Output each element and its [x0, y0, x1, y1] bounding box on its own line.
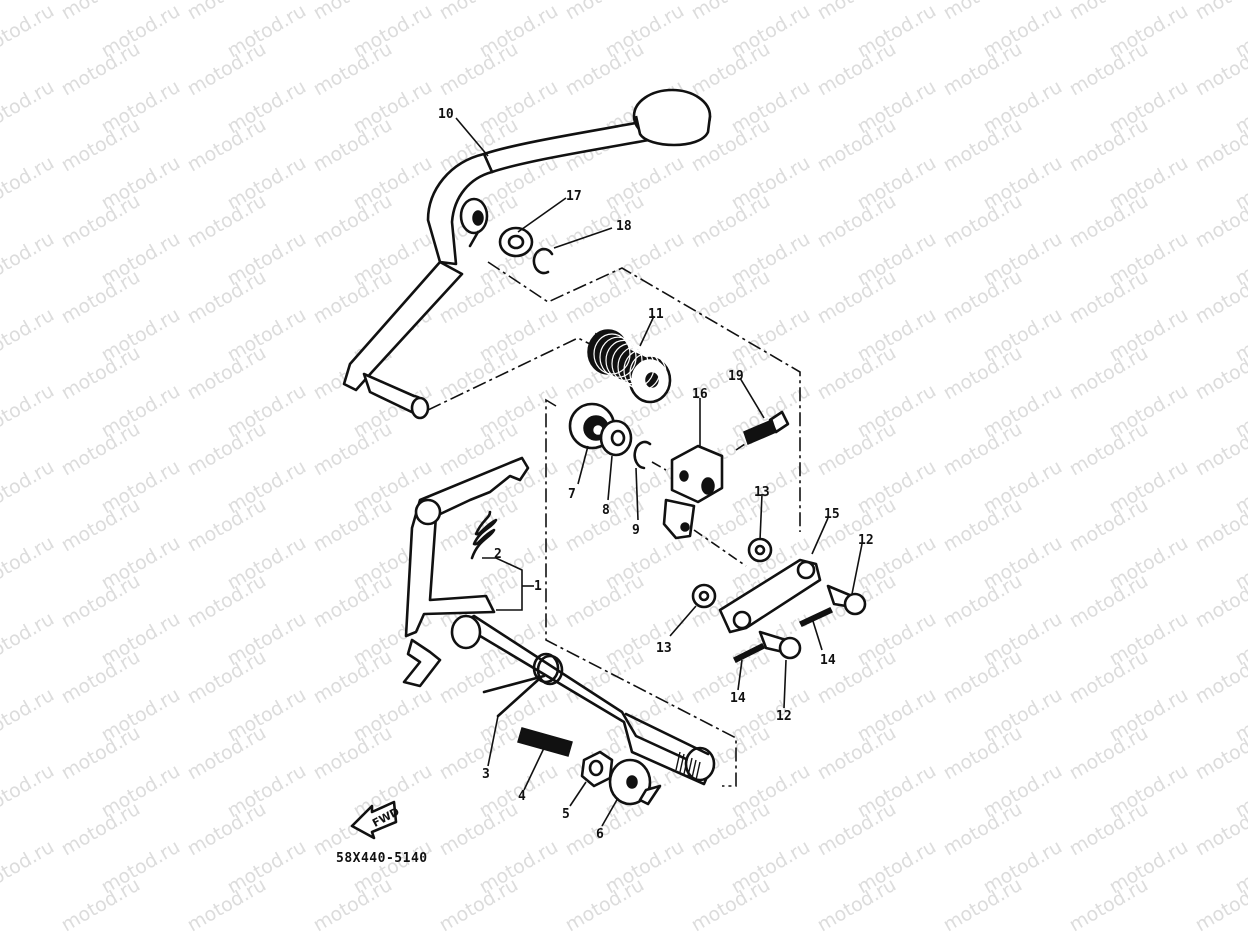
spline-line [695, 761, 701, 781]
watermark-text: motod.ru [688, 0, 774, 24]
callout-16: 16 [692, 387, 708, 402]
watermark-text: motod.ru [0, 456, 58, 519]
washer-8 [599, 419, 633, 457]
shift-rod-15 [718, 558, 822, 634]
peg-rib [605, 339, 643, 381]
torsion-spring-3 [482, 652, 564, 718]
stud-bolt-4 [517, 727, 573, 757]
washer-17 [498, 226, 534, 258]
watermark-text: motod.ru [0, 380, 58, 443]
assembly-guide-lines [427, 261, 801, 787]
rubber-footrest-11 [587, 329, 672, 404]
callout-4: 4 [518, 789, 526, 804]
callout-1: 1 [534, 579, 542, 594]
watermark-text: motod.ru [0, 228, 58, 291]
direction-arrow: FWD [350, 800, 402, 840]
callout-5: 5 [562, 807, 570, 822]
watermark-text: motod.ru [0, 684, 58, 747]
bolt-19 [743, 410, 790, 446]
spring-2 [470, 510, 498, 560]
watermark-text: motod.ru [0, 532, 58, 595]
watermark-text: motod.ru [184, 0, 270, 24]
callout-12-upper: 12 [858, 533, 874, 548]
watermark-text: motod.ru [0, 76, 58, 139]
callout-15: 15 [824, 507, 840, 522]
callout-13-lower: 13 [656, 641, 672, 656]
watermark-text: motod.ru [0, 152, 58, 215]
watermark-text: motod.ru [310, 0, 396, 24]
watermark-text: motod.ru [0, 836, 58, 899]
spline-line [683, 755, 689, 775]
joint-pin-12-lower [758, 630, 802, 660]
callout-17: 17 [566, 189, 582, 204]
joint-pin-12-upper [826, 584, 867, 616]
clamp-joint-16 [662, 444, 724, 540]
callout-6: 6 [596, 827, 604, 842]
spline-line [679, 753, 685, 773]
watermark-text: motod.ru [1066, 0, 1152, 24]
callout-12-lower: 12 [776, 709, 792, 724]
callout-14-right: 14 [820, 653, 836, 668]
callout-leaders [455, 117, 863, 827]
spline-line [691, 759, 697, 779]
watermark-text: motod.ru [0, 608, 58, 671]
cotter-pin-14-left [732, 642, 766, 664]
callout-2: 2 [494, 547, 502, 562]
lock-washer-6 [608, 758, 662, 806]
callout-11: 11 [648, 307, 664, 322]
watermark-text: motod.ru [0, 304, 58, 367]
peg-rib [623, 349, 661, 391]
peg-rib [599, 336, 637, 378]
drawing-code: 58X440-5140 [336, 851, 428, 866]
peg-rib [617, 346, 655, 388]
callout-13-upper: 13 [754, 485, 770, 500]
shift-pedal [342, 88, 712, 420]
washer-13-lower [691, 583, 717, 609]
peg-rib [611, 343, 649, 385]
circlip-18 [532, 247, 554, 275]
peg-rib [593, 333, 631, 375]
callout-7: 7 [568, 487, 576, 502]
watermark-text: motod.ru [436, 0, 522, 24]
callout-3: 3 [482, 767, 490, 782]
watermark-text: motod.ru [814, 0, 900, 24]
callout-18: 18 [616, 219, 632, 234]
callout-19: 19 [728, 369, 744, 384]
callout-9: 9 [632, 523, 640, 538]
callout-numbers: 10 17 18 11 19 16 7 8 9 13 15 12 13 14 1… [438, 107, 874, 842]
callout-14-left: 14 [730, 691, 746, 706]
watermark-text: motod.ru [0, 760, 58, 823]
watermark-text: motod.ru [0, 0, 58, 62]
washer-13-upper [747, 537, 773, 563]
watermark-text: motod.ru [562, 0, 648, 24]
spline-line [675, 751, 681, 771]
watermark-text: motod.ru [58, 0, 144, 24]
peg-rib [629, 352, 667, 394]
circlip-9 [633, 440, 652, 470]
shift-shaft-1 [402, 456, 716, 786]
spline-line [687, 757, 693, 777]
callout-8: 8 [602, 503, 610, 518]
watermark-text: motod.ru [1192, 0, 1248, 24]
watermark-text: motod.ru [940, 0, 1026, 24]
cotter-pin-14-right [798, 607, 834, 627]
callout-10: 10 [438, 107, 454, 122]
